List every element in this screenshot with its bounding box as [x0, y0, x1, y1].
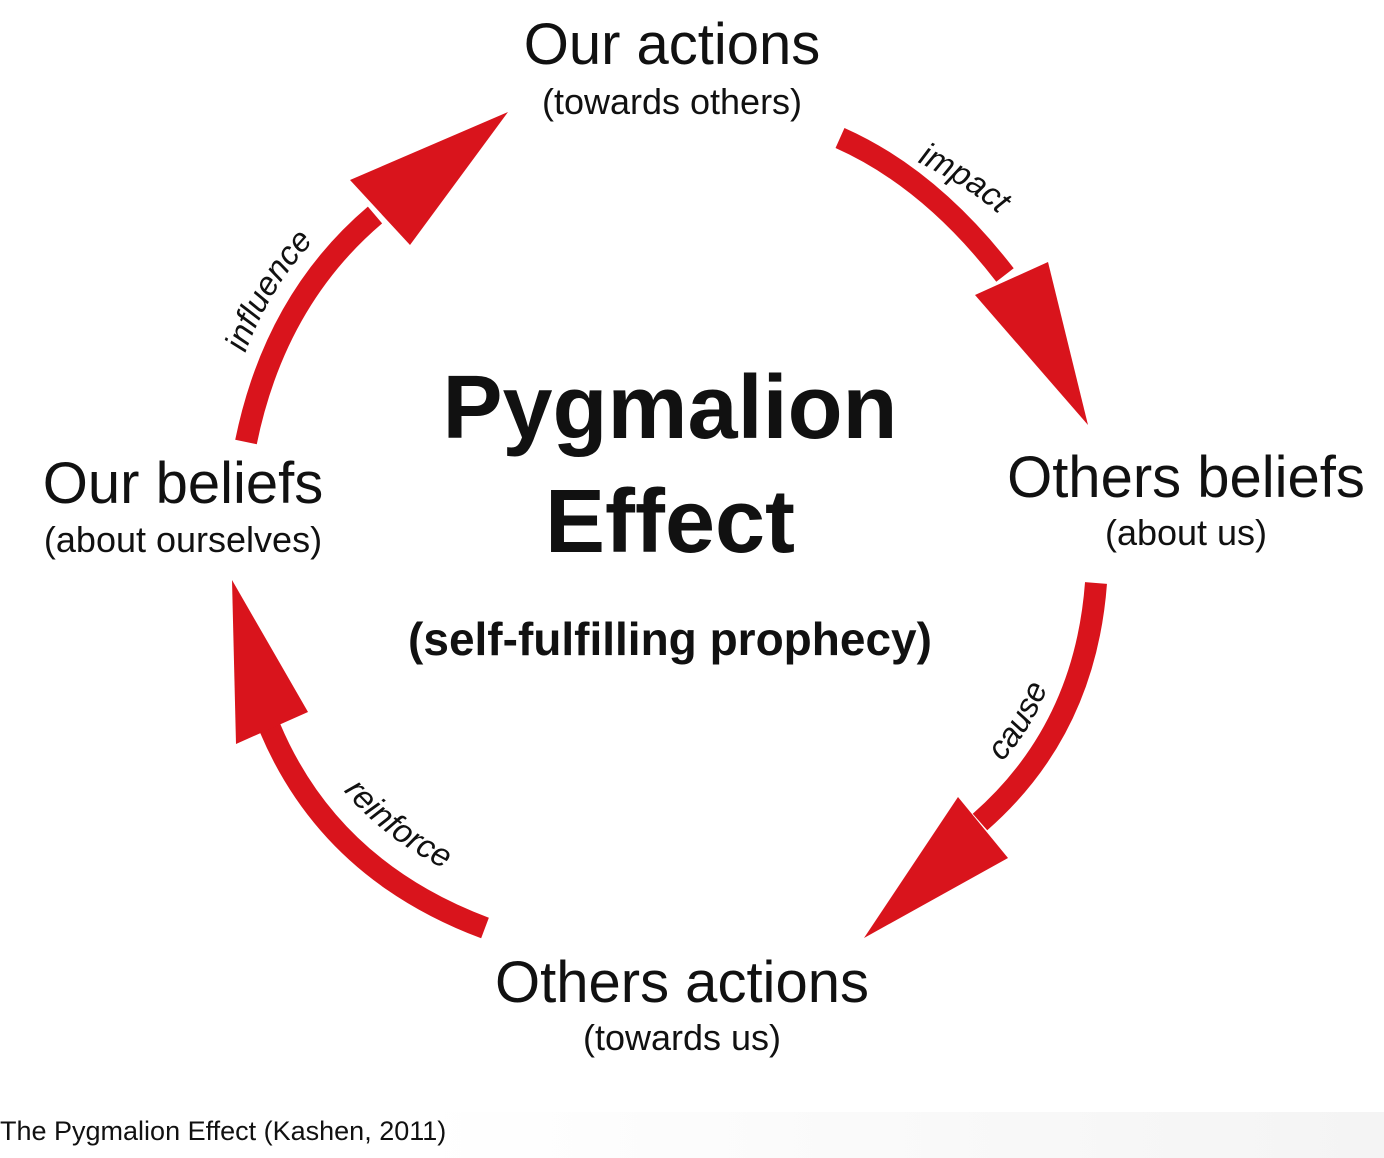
center-subtitle: (self-fulfilling prophecy): [408, 613, 932, 665]
node-others-actions-title: Others actions: [495, 950, 869, 1015]
node-others-actions: Others actions (towards us): [495, 950, 869, 1058]
node-our-actions-title: Our actions: [524, 12, 821, 77]
figure-caption: The Pygmalion Effect (Kashen, 2011): [0, 1116, 447, 1146]
caption-background: [420, 1112, 1384, 1158]
arrow-reinforce-shaft: [259, 723, 489, 939]
node-others-actions-subtitle: (towards us): [583, 1017, 781, 1058]
node-others-beliefs-subtitle: (about us): [1105, 512, 1267, 553]
node-our-actions-subtitle: (towards others): [542, 81, 802, 122]
arrow-impact: [835, 127, 1088, 425]
arrow-influence-head: [350, 112, 508, 245]
arrow-reinforce-head: [232, 580, 308, 744]
arrow-impact-head: [975, 262, 1088, 425]
center-title-line-1: Pygmalion: [442, 358, 897, 458]
node-our-actions: Our actions (towards others): [524, 12, 821, 122]
node-others-beliefs-title: Others beliefs: [1007, 445, 1365, 510]
arrow-influence-shaft: [235, 206, 383, 445]
arrow-impact-shaft: [835, 127, 1014, 282]
center-title-line-2: Effect: [545, 472, 795, 572]
node-our-beliefs-title: Our beliefs: [43, 451, 323, 516]
pygmalion-cycle-diagram: impact cause reinforce influence Our act…: [43, 12, 1365, 1058]
arrow-influence: [235, 112, 508, 445]
node-our-beliefs-subtitle: (about ourselves): [44, 519, 322, 560]
arrow-cause: [864, 582, 1107, 938]
node-our-beliefs: Our beliefs (about ourselves): [43, 451, 323, 560]
arrow-cause-head: [864, 797, 1008, 938]
arrow-reinforce: [232, 580, 489, 939]
arrow-cause-shaft: [972, 582, 1107, 831]
node-others-beliefs: Others beliefs (about us): [1007, 445, 1365, 553]
